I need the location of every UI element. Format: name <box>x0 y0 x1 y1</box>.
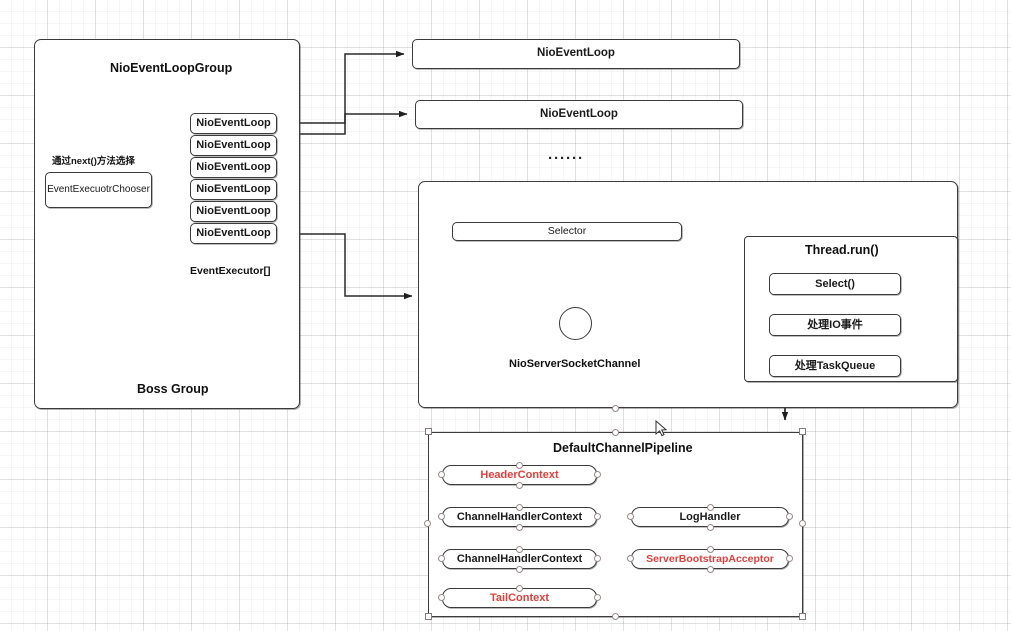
loghandler-handle-bottom[interactable] <box>707 524 714 531</box>
pipeline-handle-top-edge-mid[interactable] <box>612 429 619 436</box>
pipeline-handle-bottom-right[interactable] <box>799 613 806 620</box>
loghandler-handle-right[interactable] <box>786 513 793 520</box>
acceptor-handle-left[interactable] <box>627 555 634 562</box>
worker-event-loop-1[interactable]: NioEventLoop <box>415 100 743 129</box>
mouse-cursor-icon <box>655 420 668 437</box>
context1-handle-right[interactable] <box>594 513 601 520</box>
pipeline-handle-right-mid[interactable] <box>799 520 806 527</box>
boss-group-title: NioEventLoopGroup <box>110 61 233 75</box>
event-loop-item-3[interactable]: NioEventLoop <box>190 179 277 200</box>
tail-context-handle-top[interactable] <box>516 585 523 592</box>
tail-context-handle-left[interactable] <box>438 594 445 601</box>
event-loop-item-0[interactable]: NioEventLoop <box>190 113 277 134</box>
pipeline-handle-top-right[interactable] <box>799 428 806 435</box>
chooser-annotation: 通过next()方法选择 <box>52 156 135 167</box>
selector-box[interactable]: Selector <box>452 222 682 241</box>
context2-handle-right[interactable] <box>594 555 601 562</box>
loghandler-handle-top[interactable] <box>707 504 714 511</box>
pipeline-handle-bottom-left[interactable] <box>425 613 432 620</box>
header-context-handle-left[interactable] <box>438 471 445 478</box>
worker-event-loop-0[interactable]: NioEventLoop <box>412 39 740 69</box>
thread-run-step-taskqueue[interactable]: 处理TaskQueue <box>769 355 901 377</box>
context1-handle-bottom[interactable] <box>516 524 523 531</box>
boss-group-footer-label: Boss Group <box>137 382 209 396</box>
event-loop-item-2[interactable]: NioEventLoop <box>190 157 277 178</box>
nio-server-socket-channel-node[interactable] <box>559 307 592 340</box>
context1-handle-left[interactable] <box>438 513 445 520</box>
context2-handle-top[interactable] <box>516 546 523 553</box>
context1-handle-top[interactable] <box>516 504 523 511</box>
event-loop-item-5[interactable]: NioEventLoop <box>190 223 277 244</box>
pipeline-handle-top-left[interactable] <box>425 428 432 435</box>
event-loop-item-1[interactable]: NioEventLoop <box>190 135 277 156</box>
event-loop-item-4[interactable]: NioEventLoop <box>190 201 277 222</box>
acceptor-handle-top[interactable] <box>707 546 714 553</box>
acceptor-handle-right[interactable] <box>786 555 793 562</box>
header-context-handle-right[interactable] <box>594 471 601 478</box>
header-context-handle-bottom[interactable] <box>516 482 523 489</box>
thread-run-step-io-event[interactable]: 处理IO事件 <box>769 314 901 336</box>
acceptor-handle-bottom[interactable] <box>707 566 714 573</box>
thread-run-title: Thread.run() <box>805 243 879 257</box>
pipeline-handle-bottom-mid[interactable] <box>612 613 619 620</box>
header-context-handle-top[interactable] <box>516 462 523 469</box>
context2-handle-left[interactable] <box>438 555 445 562</box>
pipeline-handle-top-mid[interactable] <box>612 405 619 412</box>
ellipsis-more-loops: ······ <box>548 150 584 167</box>
thread-run-step-select[interactable]: Select() <box>769 273 901 295</box>
tail-context-handle-right[interactable] <box>594 594 601 601</box>
pipeline-title: DefaultChannelPipeline <box>553 441 693 455</box>
pipeline-handle-left-mid[interactable] <box>424 520 431 527</box>
context2-handle-bottom[interactable] <box>516 566 523 573</box>
event-executor-chooser-box[interactable]: EventExecuotrChooser <box>45 172 152 208</box>
nio-server-socket-channel-label: NioServerSocketChannel <box>509 358 641 370</box>
loghandler-handle-left[interactable] <box>627 513 634 520</box>
event-executor-array-label: EventExecutor[] <box>190 265 271 277</box>
